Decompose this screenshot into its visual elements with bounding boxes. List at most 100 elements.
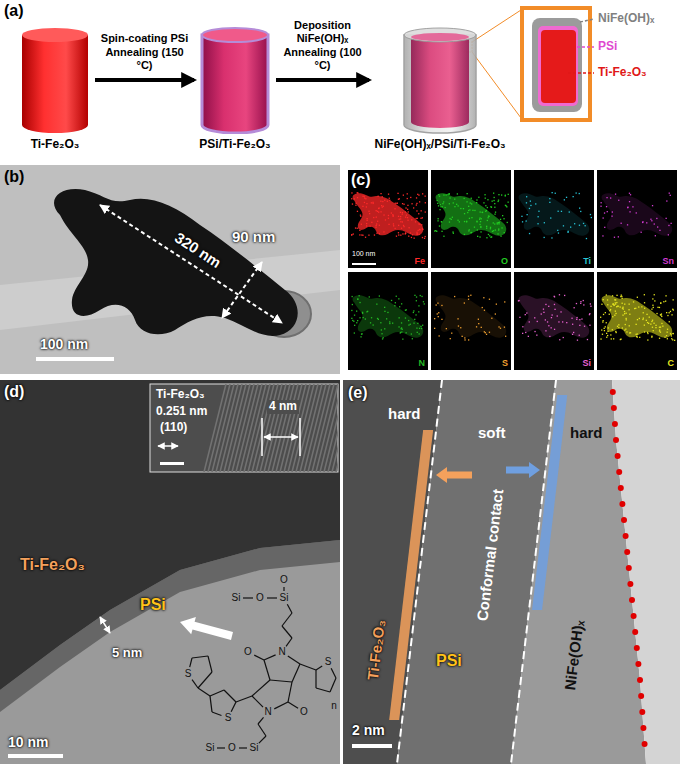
- eds-signal-dot: [378, 196, 379, 197]
- eds-signal-dot: [620, 306, 621, 307]
- eds-signal-dot: [548, 325, 549, 326]
- eds-signal-dot: [672, 333, 673, 334]
- eds-signal-dot: [458, 205, 459, 206]
- eds-signal-dot: [637, 319, 638, 320]
- eds-signal-dot: [361, 333, 362, 334]
- eds-signal-dot: [488, 217, 489, 218]
- eds-signal-dot: [576, 317, 577, 318]
- eds-signal-dot: [398, 232, 399, 233]
- element-label: Ti: [583, 256, 591, 266]
- eds-signal-dot: [607, 331, 608, 332]
- eds-signal-dot: [407, 205, 408, 206]
- eds-signal-dot: [353, 233, 354, 234]
- eds-signal-dot: [545, 319, 546, 320]
- surface-dot: [631, 613, 637, 619]
- eds-signal-dot: [435, 230, 436, 231]
- eds-signal-dot: [491, 318, 492, 319]
- eds-signal-dot: [376, 210, 377, 211]
- eds-signal-dot: [493, 200, 494, 201]
- surface-dot: [618, 485, 624, 491]
- eds-signal-dot: [610, 334, 611, 335]
- eds-signal-dot: [464, 302, 465, 303]
- eds-signal-dot: [636, 336, 637, 337]
- layer-label: PSi/Ti-Fe₂O₃: [197, 137, 273, 151]
- cylinder-top: [404, 28, 476, 42]
- eds-signal-dot: [601, 202, 602, 203]
- eds-signal-dot: [501, 194, 502, 195]
- eds-signal-dot: [351, 198, 352, 199]
- eds-signal-dot: [419, 229, 420, 230]
- eds-map-tile: [514, 170, 594, 268]
- chemical-bond: [274, 702, 288, 709]
- eds-signal-dot: [488, 234, 489, 235]
- eds-signal-dot: [376, 304, 377, 305]
- eds-signal-dot: [357, 320, 358, 321]
- eds-signal-dot: [644, 302, 645, 303]
- eds-signal-dot: [651, 309, 652, 310]
- eds-signal-dot: [469, 218, 470, 219]
- eds-signal-dot: [607, 211, 608, 212]
- eds-signal-dot: [416, 210, 417, 211]
- eds-signal-dot: [659, 230, 660, 231]
- eds-signal-dot: [498, 223, 499, 224]
- eds-signal-dot: [508, 202, 509, 203]
- eds-signal-dot: [652, 298, 653, 299]
- eds-signal-dot: [647, 333, 648, 334]
- eds-signal-dot: [356, 311, 357, 312]
- eds-signal-dot: [508, 194, 509, 195]
- eds-signal-dot: [612, 295, 613, 296]
- eds-signal-dot: [518, 300, 519, 301]
- eds-signal-dot: [652, 327, 653, 328]
- eds-signal-dot: [449, 197, 450, 198]
- eds-signal-dot: [504, 232, 505, 233]
- eds-signal-dot: [420, 295, 421, 296]
- eds-signal-dot: [636, 334, 637, 335]
- eds-signal-dot: [580, 211, 581, 212]
- element-label: O: [501, 256, 508, 266]
- eds-signal-dot: [643, 312, 644, 313]
- eds-signal-dot: [652, 205, 653, 206]
- eds-signal-dot: [659, 338, 660, 339]
- eds-signal-dot: [522, 221, 523, 222]
- eds-signal-dot: [405, 232, 406, 233]
- eds-signal-dot: [468, 296, 469, 297]
- eds-signal-dot: [366, 203, 367, 204]
- chemical-bond: [198, 688, 210, 696]
- eds-signal-dot: [417, 323, 418, 324]
- eds-signal-dot: [476, 326, 477, 327]
- eds-signal-dot: [558, 321, 559, 322]
- eds-signal-dot: [671, 335, 672, 336]
- eds-signal-dot: [618, 324, 619, 325]
- eds-signal-dot: [667, 338, 668, 339]
- eds-signal-dot: [443, 201, 444, 202]
- chemical-bond: [190, 658, 192, 667]
- eds-signal-dot: [632, 206, 633, 207]
- chemical-bond: [212, 712, 221, 716]
- eds-signal-dot: [355, 205, 356, 206]
- eds-signal-dot: [579, 319, 580, 320]
- eds-signal-dot: [391, 212, 392, 213]
- eds-signal-dot: [387, 312, 388, 313]
- eds-signal-dot: [536, 335, 537, 336]
- eds-signal-dot: [400, 221, 401, 222]
- atom-symbol: O: [300, 706, 308, 718]
- eds-signal-dot: [611, 216, 612, 217]
- element-label: S: [502, 358, 508, 368]
- eds-signal-dot: [369, 296, 370, 297]
- eds-signal-dot: [525, 314, 526, 315]
- eds-signal-dot: [650, 324, 651, 325]
- eds-signal-dot: [361, 224, 362, 225]
- eds-signal-dot: [665, 295, 666, 296]
- direction-arrow: [180, 617, 233, 640]
- layer-label: Ti-Fe₂O₃: [18, 137, 92, 151]
- eds-signal-dot: [614, 237, 615, 238]
- eds-signal-dot: [637, 336, 638, 337]
- eds-signal-dot: [450, 338, 451, 339]
- eds-signal-dot: [443, 194, 444, 195]
- eds-signal-dot: [602, 321, 603, 322]
- eds-signal-dot: [476, 202, 477, 203]
- eds-signal-dot: [626, 313, 627, 314]
- scale-bar: [352, 263, 376, 265]
- surface-dot: [611, 405, 617, 411]
- eds-signal-dot: [464, 198, 465, 199]
